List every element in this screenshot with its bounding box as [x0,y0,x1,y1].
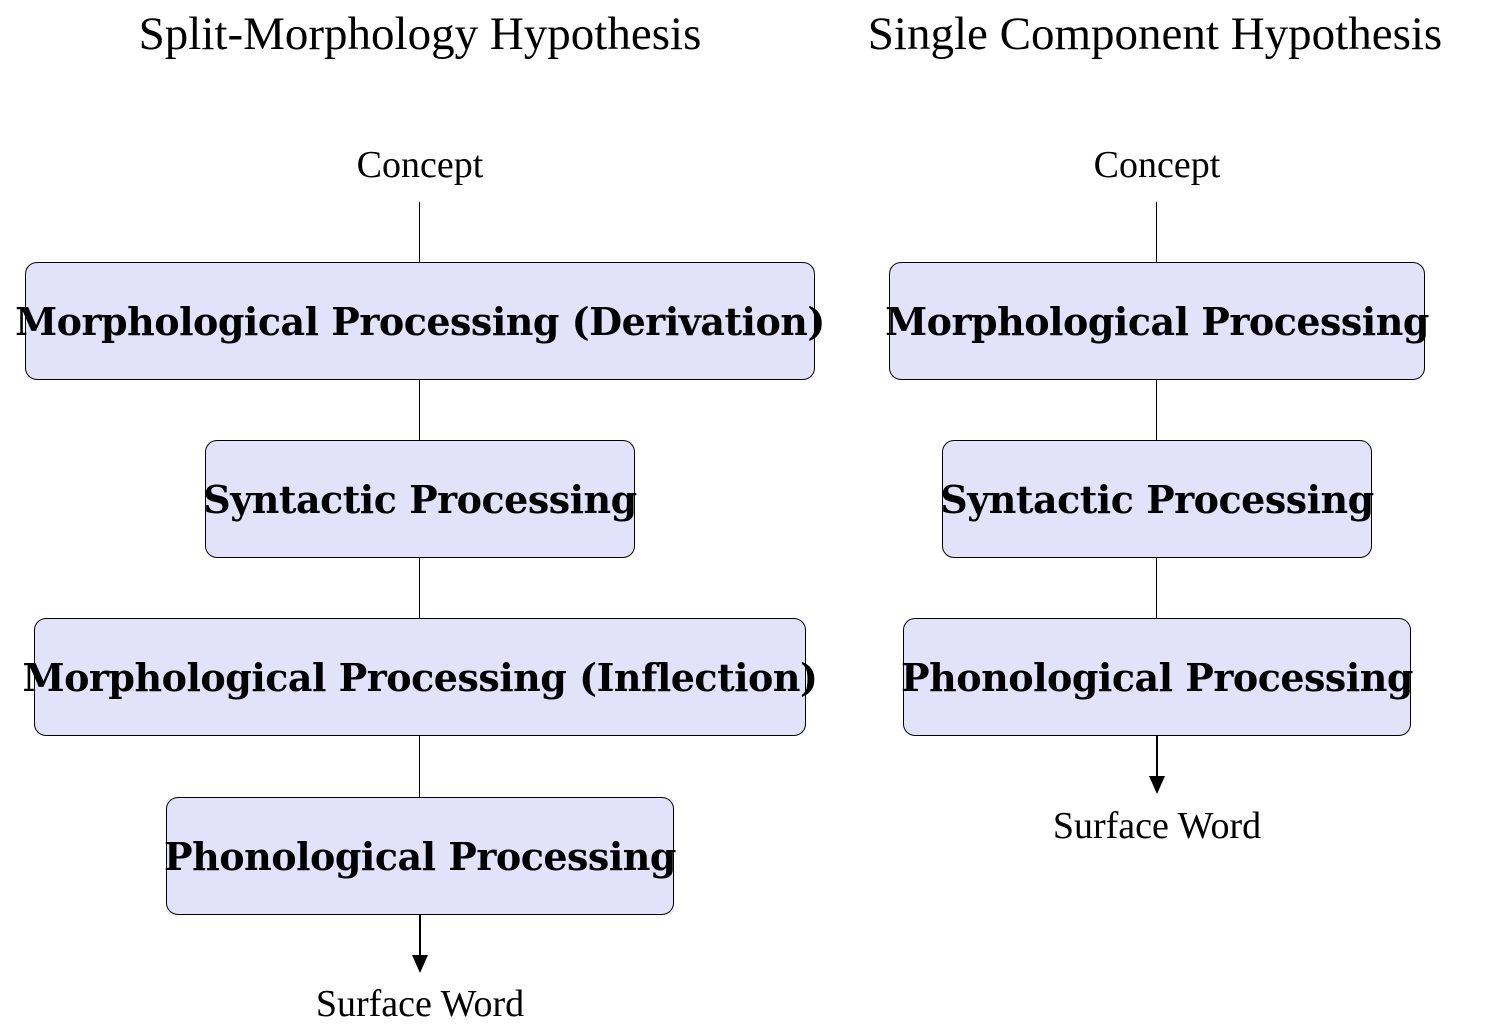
single-component-title: Single Component Hypothesis [867,8,1443,60]
right-output-arrow-shaft [1156,736,1158,780]
right-connector-1 [1156,380,1157,440]
right-concept-label: Concept [1093,144,1221,186]
right-connector-concept [1156,202,1157,262]
left-box-morphological-inflection: Morphological Processing (Inflection) [23,618,818,736]
right-connector-2 [1156,558,1157,618]
left-output-arrowhead-icon [412,955,428,973]
left-output-arrow-shaft [419,915,421,959]
left-surface-word-label: Surface Word [315,983,525,1025]
left-connector-2 [419,558,420,618]
split-morphology-title: Split-Morphology Hypothesis [138,8,702,60]
right-surface-word-label: Surface Word [1052,805,1262,847]
right-output-arrowhead-icon [1149,776,1165,794]
left-box-morphological-derivation: Morphological Processing (Derivation) [15,262,825,380]
left-connector-concept [419,202,420,262]
left-box-phonological: Phonological Processing [164,797,676,915]
right-box-phonological: Phonological Processing [901,618,1413,736]
left-connector-3 [419,736,420,797]
left-connector-1 [419,380,420,440]
right-box-morphological: Morphological Processing [885,262,1429,380]
left-box-syntactic: Syntactic Processing [203,440,637,558]
right-box-syntactic: Syntactic Processing [940,440,1374,558]
left-concept-label: Concept [356,144,484,186]
